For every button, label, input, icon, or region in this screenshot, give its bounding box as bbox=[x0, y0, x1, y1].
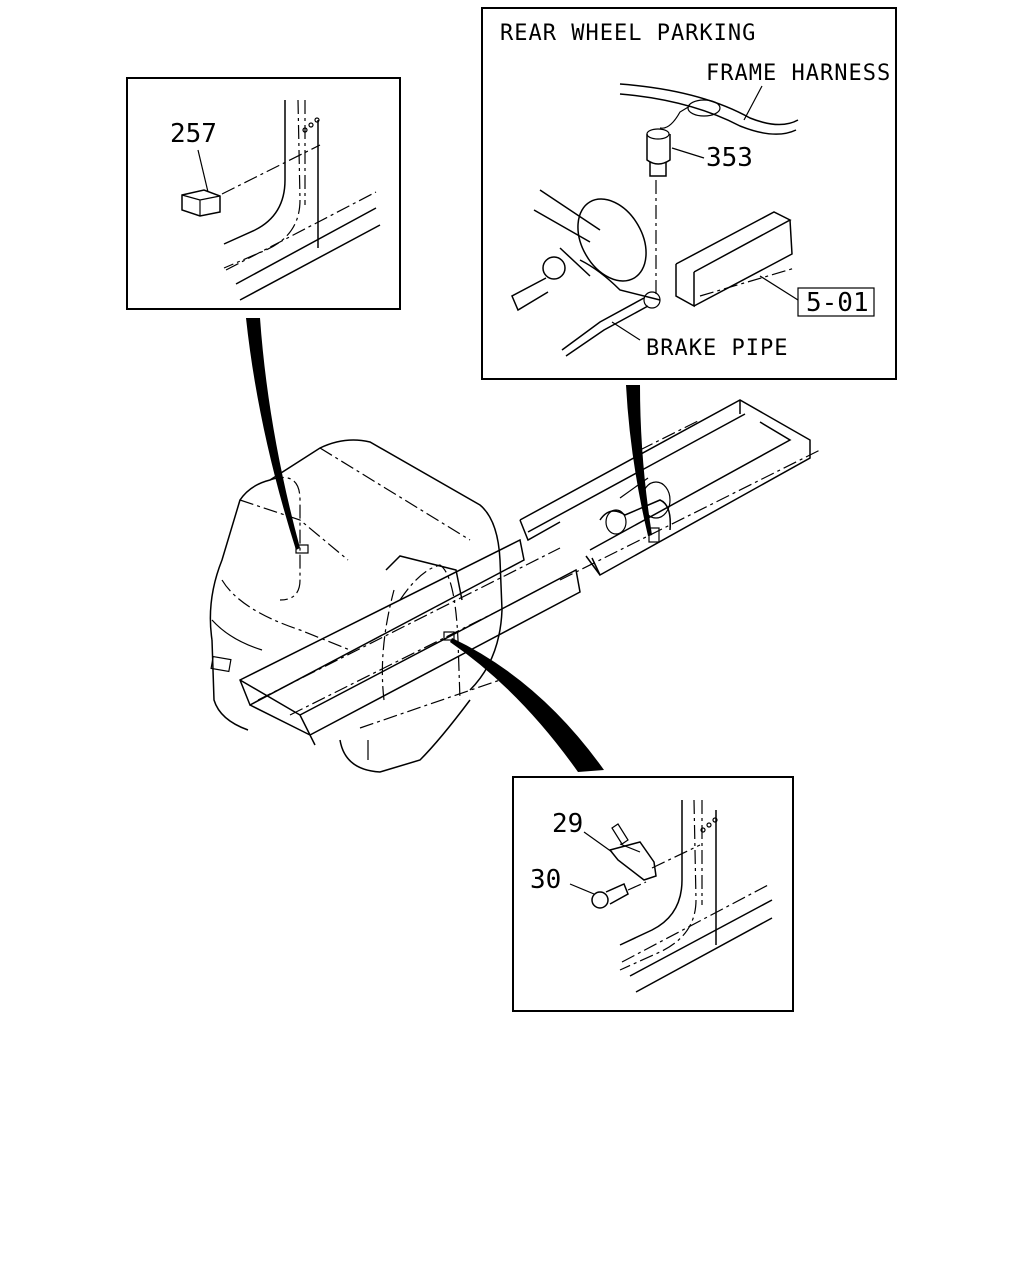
part-number-30: 30 bbox=[530, 865, 561, 895]
pointer-to-29-detail bbox=[450, 638, 604, 772]
reference-5-01: 5-01 bbox=[806, 288, 869, 318]
pointer-to-257-detail bbox=[246, 318, 300, 550]
brake-pipe-label: BRAKE PIPE bbox=[646, 336, 788, 361]
leader-line-frame-harness bbox=[743, 85, 763, 121]
detail-panel-29-30: 29 30 bbox=[512, 776, 794, 1012]
detail-panel-rear-wheel-parking: REAR WHEEL PARKING FRAME HARNESS 353 5-0… bbox=[481, 7, 897, 380]
leader-line-257 bbox=[197, 149, 209, 193]
leader-line-30 bbox=[569, 883, 595, 895]
part-number-353: 353 bbox=[706, 143, 753, 173]
part-number-29: 29 bbox=[552, 809, 583, 839]
detail-panel-257: 257 bbox=[126, 77, 401, 310]
pointer-to-353-detail bbox=[626, 385, 652, 536]
frame-harness-label: FRAME HARNESS bbox=[706, 61, 891, 86]
part-number-257: 257 bbox=[170, 119, 217, 149]
rear-wheel-parking-title: REAR WHEEL PARKING bbox=[500, 21, 756, 46]
leader-line-brake-pipe bbox=[611, 321, 641, 341]
vehicle-chassis-drawing bbox=[209, 399, 821, 773]
reference-box-5-01 bbox=[797, 287, 875, 317]
leader-line-353 bbox=[671, 147, 705, 159]
leader-line-29 bbox=[583, 831, 613, 853]
